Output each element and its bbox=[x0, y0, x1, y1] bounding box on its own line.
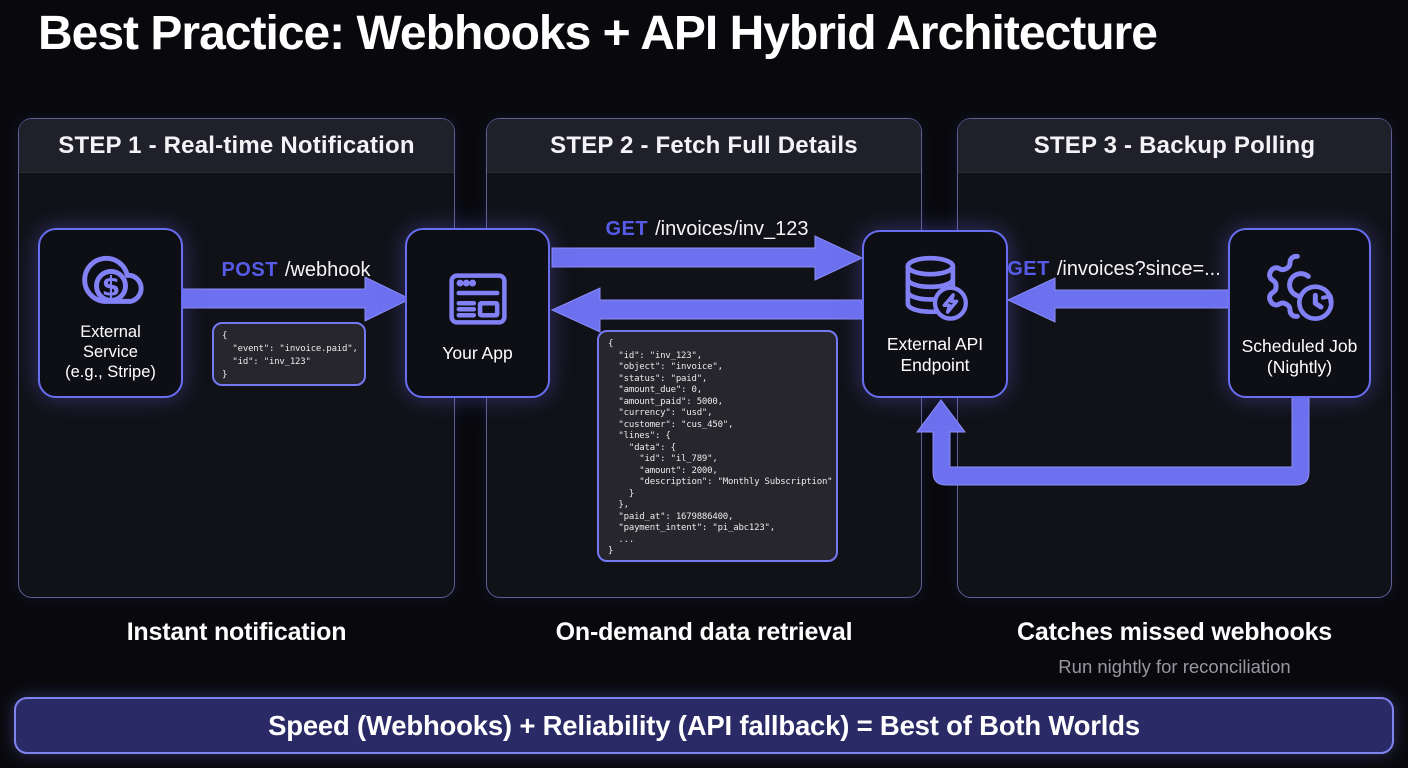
scheduled-job-label: Scheduled Job (Nightly) bbox=[1241, 336, 1358, 377]
get-invoice-label: GET/invoices/inv_123 bbox=[552, 218, 862, 241]
poll-method-text: GET bbox=[1007, 258, 1050, 280]
your-app-label: Your App bbox=[442, 342, 513, 363]
step1-caption: Instant notification bbox=[126, 618, 347, 646]
panel-step3-title: STEP 3 - Backup Polling bbox=[1033, 131, 1316, 159]
gear-clock-icon bbox=[1266, 253, 1334, 321]
step2-caption: On-demand data retrieval bbox=[555, 618, 853, 646]
panel-step1-title: STEP 1 - Real-time Notification bbox=[58, 131, 415, 159]
external-service-node: $ External Service (e.g., Stripe) bbox=[38, 228, 183, 398]
panel-step2-header: STEP 2 - Fetch Full Details bbox=[487, 119, 921, 173]
external-service-label: External Service (e.g., Stripe) bbox=[65, 323, 156, 381]
api-endpoint-node: External API Endpoint bbox=[862, 230, 1008, 398]
since-path-text: /invoices?since=... bbox=[1056, 258, 1221, 280]
invoice-path-text: /invoices/inv_123 bbox=[655, 218, 809, 240]
scheduled-job-node: Scheduled Job (Nightly) bbox=[1228, 228, 1371, 398]
summary-banner-text: Speed (Webhooks) + Reliability (API fall… bbox=[268, 709, 1140, 741]
step3-subcaption: Run nightly for reconciliation bbox=[1058, 656, 1291, 677]
invoice-response-code: { "id": "inv_123", "object": "invoice", … bbox=[597, 330, 838, 562]
panel-step1-header: STEP 1 - Real-time Notification bbox=[19, 119, 454, 173]
webhook-payload-code: { "event": "invoice.paid", "id": "inv_12… bbox=[212, 322, 366, 386]
page-title: Best Practice: Webhooks + API Hybrid Arc… bbox=[38, 7, 1158, 60]
your-app-node: Your App bbox=[405, 228, 550, 398]
webhook-path-text: /webhook bbox=[284, 259, 371, 281]
panel-step3-header: STEP 3 - Backup Polling bbox=[958, 119, 1391, 173]
app-window-icon bbox=[448, 272, 507, 325]
database-bolt-icon bbox=[905, 255, 968, 321]
get-since-label: GET/invoices?since=... bbox=[1000, 258, 1228, 281]
post-webhook-label: POST/webhook bbox=[182, 259, 410, 282]
cloud-dollar-icon: $ bbox=[81, 255, 144, 304]
summary-banner: Speed (Webhooks) + Reliability (API fall… bbox=[14, 697, 1394, 754]
api-endpoint-label: External API Endpoint bbox=[886, 334, 984, 375]
panel-step2-title: STEP 2 - Fetch Full Details bbox=[550, 131, 858, 159]
step3-caption: Catches missed webhooks bbox=[1017, 618, 1332, 646]
get-method-text: GET bbox=[605, 218, 649, 240]
post-method-text: POST bbox=[221, 259, 278, 281]
svg-text:$: $ bbox=[101, 271, 119, 302]
